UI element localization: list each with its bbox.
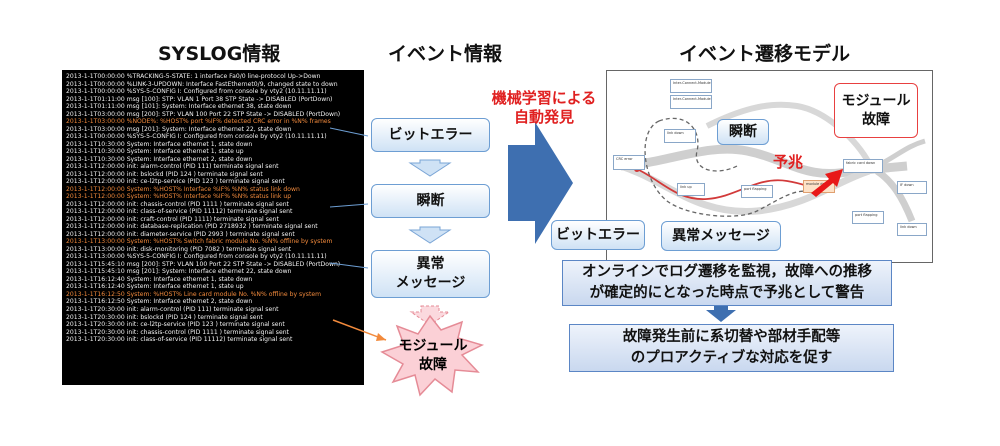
syslog-line: 2013-1-1T12:00:00 init: craft-control (P… [66,215,279,223]
down-arrow-2 [408,226,452,244]
event-bit-error-label: ビットエラー [388,126,473,143]
event-abnormal-line2: メッセージ [395,275,466,291]
event-abnormal-line1: 異常 [416,256,445,273]
model-node: link down [664,129,696,143]
syslog-line: 2013-1-1T12:00:00 System: %HOST% Interfa… [66,185,300,193]
syslog-line: 2013-1-1T12:00:00 System: %HOST% Interfa… [66,193,292,201]
syslog-line: 2013-1-1T00:00:00 %TRACKING-5-STATE: 1 i… [66,73,321,80]
proactive-text-box: 故障発生前に系切替や部材手配等 のプロアクティブな対応を促す [569,324,894,372]
syslog-line: 2013-1-1T20:30:00 init: ce-l2tp-service … [66,321,285,329]
ml-line2: 自動発見 [513,108,574,126]
syslog-line: 2013-1-1T20:30:00 init: class-of-service… [66,336,293,344]
syslog-line: 2013-1-1T13:00:00 init: disk-monitoring … [66,245,292,253]
model-node: port flapping [852,211,884,224]
syslog-line: 2013-1-1T10:30:00 System: Interface ethe… [66,155,253,163]
syslog-line: 2013-1-1T13:00:00 %SYS-5-CONFIG I: Confi… [66,253,327,261]
model-heading: イベント遷移モデル [679,43,851,65]
syslog-line: 2013-1-1T20:30:00 init: alarm-control (P… [66,305,279,313]
monitor-line1: オンラインでログ遷移を監視，故障への推移 [582,264,872,280]
model-failure-line1: モジュール [841,92,911,109]
failure-line1: モジュール [398,338,468,354]
failure-line2: 故障 [419,357,447,373]
model-node: Inter-Connect-Module [670,95,712,109]
syslog-line: 2013-1-1T12:00:00 init: database-replica… [66,223,318,231]
syslog-line: 2013-1-1T12:00:00 init: chassis-control … [66,200,289,208]
failure-starburst-text: モジュール 故障 [393,337,473,375]
model-bit-error-callout: ビットエラー [551,220,645,250]
monitor-line2: が確定的にとなった時点で予兆として警告 [589,285,865,301]
syslog-line: 2013-1-1T16:12:40 System: Interface ethe… [66,283,244,291]
monitor-text-box: オンラインでログ遷移を監視，故障への推移 が確定的にとなった時点で予兆として警告 [562,260,892,306]
callout-line-1 [329,127,369,137]
proactive-line2: のプロアクティブな対応を促す [630,350,833,366]
syslog-line: 2013-1-1T16:12:50 System: %HOST% Line ca… [66,290,322,298]
model-node: IF down [897,181,927,194]
syslog-line: 2013-1-1T03:00:00 msg [201]: System: Int… [66,125,292,133]
model-bit-error-label: ビットエラー [556,226,640,243]
syslog-line: 2013-1-1T13:00:00 System: %HOST% Switch … [66,238,333,246]
ml-line1: 機械学習による [491,89,597,107]
syslog-line: 2013-1-1T10:30:00 System: Interface ethe… [66,140,253,148]
event-flap: 瞬断 [371,184,490,218]
model-flap-label: 瞬断 [729,123,757,140]
model-node: CRC error [613,155,645,170]
model-node: port flapping [741,185,773,198]
event-bit-error: ビットエラー [371,118,490,152]
syslog-line: 2013-1-1T00:00:00 %SYS-5-CONFIG I: Confi… [66,133,327,141]
syslog-line: 2013-1-1T00:00:00 %LINK-3-UPDOWN: Interf… [66,80,338,88]
syslog-heading: SYSLOG情報 [158,43,281,65]
syslog-line: 2013-1-1T16:12:50 System: Interface ethe… [66,298,253,306]
event-flap-label: 瞬断 [416,192,445,209]
model-node: link down [897,223,927,236]
omen-arrow [811,169,843,197]
blue-down-arrow [706,305,736,322]
syslog-log-panel: 2013-1-1T00:00:00 %TRACKING-5-STATE: 1 i… [62,70,364,385]
model-failure-box: モジュール 故障 [834,83,918,138]
syslog-line: 2013-1-1T10:30:00 System: Interface ethe… [66,148,244,156]
syslog-line: 2013-1-1T16:12:40 System: Interface ethe… [66,275,253,283]
model-node: link up [677,183,705,196]
syslog-line: 2013-1-1T01:11:00 msg [101]: System: Int… [66,103,292,111]
syslog-line: 2013-1-1T12:00:00 init: alarm-control (P… [66,163,279,171]
model-flap-callout: 瞬断 [717,119,769,145]
syslog-line: 2013-1-1T12:00:00 init: ce-l2tp-service … [66,178,285,186]
model-failure-line2: 故障 [862,111,890,128]
event-abnormal-message: 異常 メッセージ [371,250,490,298]
syslog-line: 2013-1-1T03:00:00 msg [200]: STP: VLAN 1… [66,110,341,118]
syslog-line: 2013-1-1T01:11:00 msg [100]: STP: VLAN 1… [66,95,333,103]
syslog-line: 2013-1-1T00:00:00 %SYS-5-CONFIG I: Confi… [66,88,327,96]
syslog-line: 2013-1-1T12:00:00 init: bslockd (PID 124… [66,170,263,178]
syslog-line: 2013-1-1T15:45:10 msg [200]: STP: VLAN 1… [66,260,341,268]
model-abnormal-label: 異常メッセージ [672,227,770,244]
syslog-line: 2013-1-1T03:00:00 %NODE%: %HOST% port %I… [66,118,331,126]
event-heading: イベント情報 [388,43,503,65]
omen-label: 予兆 [773,153,804,171]
failure-pointer-head [376,333,386,341]
callout-line-3 [329,262,369,269]
proactive-line1: 故障発生前に系切替や部材手配等 [622,329,841,345]
model-node: Inter-Connect-Module [670,79,712,93]
model-abnormal-callout: 異常メッセージ [661,221,781,251]
syslog-line: 2013-1-1T20:30:00 init: bslockd (PID 124… [66,313,263,321]
syslog-line: 2013-1-1T20:30:00 init: chassis-control … [66,328,289,336]
callout-line-2 [329,203,369,208]
syslog-line: 2013-1-1T12:00:00 init: diameter-service… [66,230,295,238]
machine-learning-text: 機械学習による 自動発見 [490,89,598,127]
syslog-line: 2013-1-1T12:00:00 init: class-of-service… [66,208,293,216]
syslog-line: 2013-1-1T15:45:10 msg [201]: System: Int… [66,268,292,276]
down-arrow-1 [408,159,452,177]
big-right-arrow [508,122,573,244]
model-node: fabric card down [843,159,883,173]
failure-starburst [380,314,485,397]
